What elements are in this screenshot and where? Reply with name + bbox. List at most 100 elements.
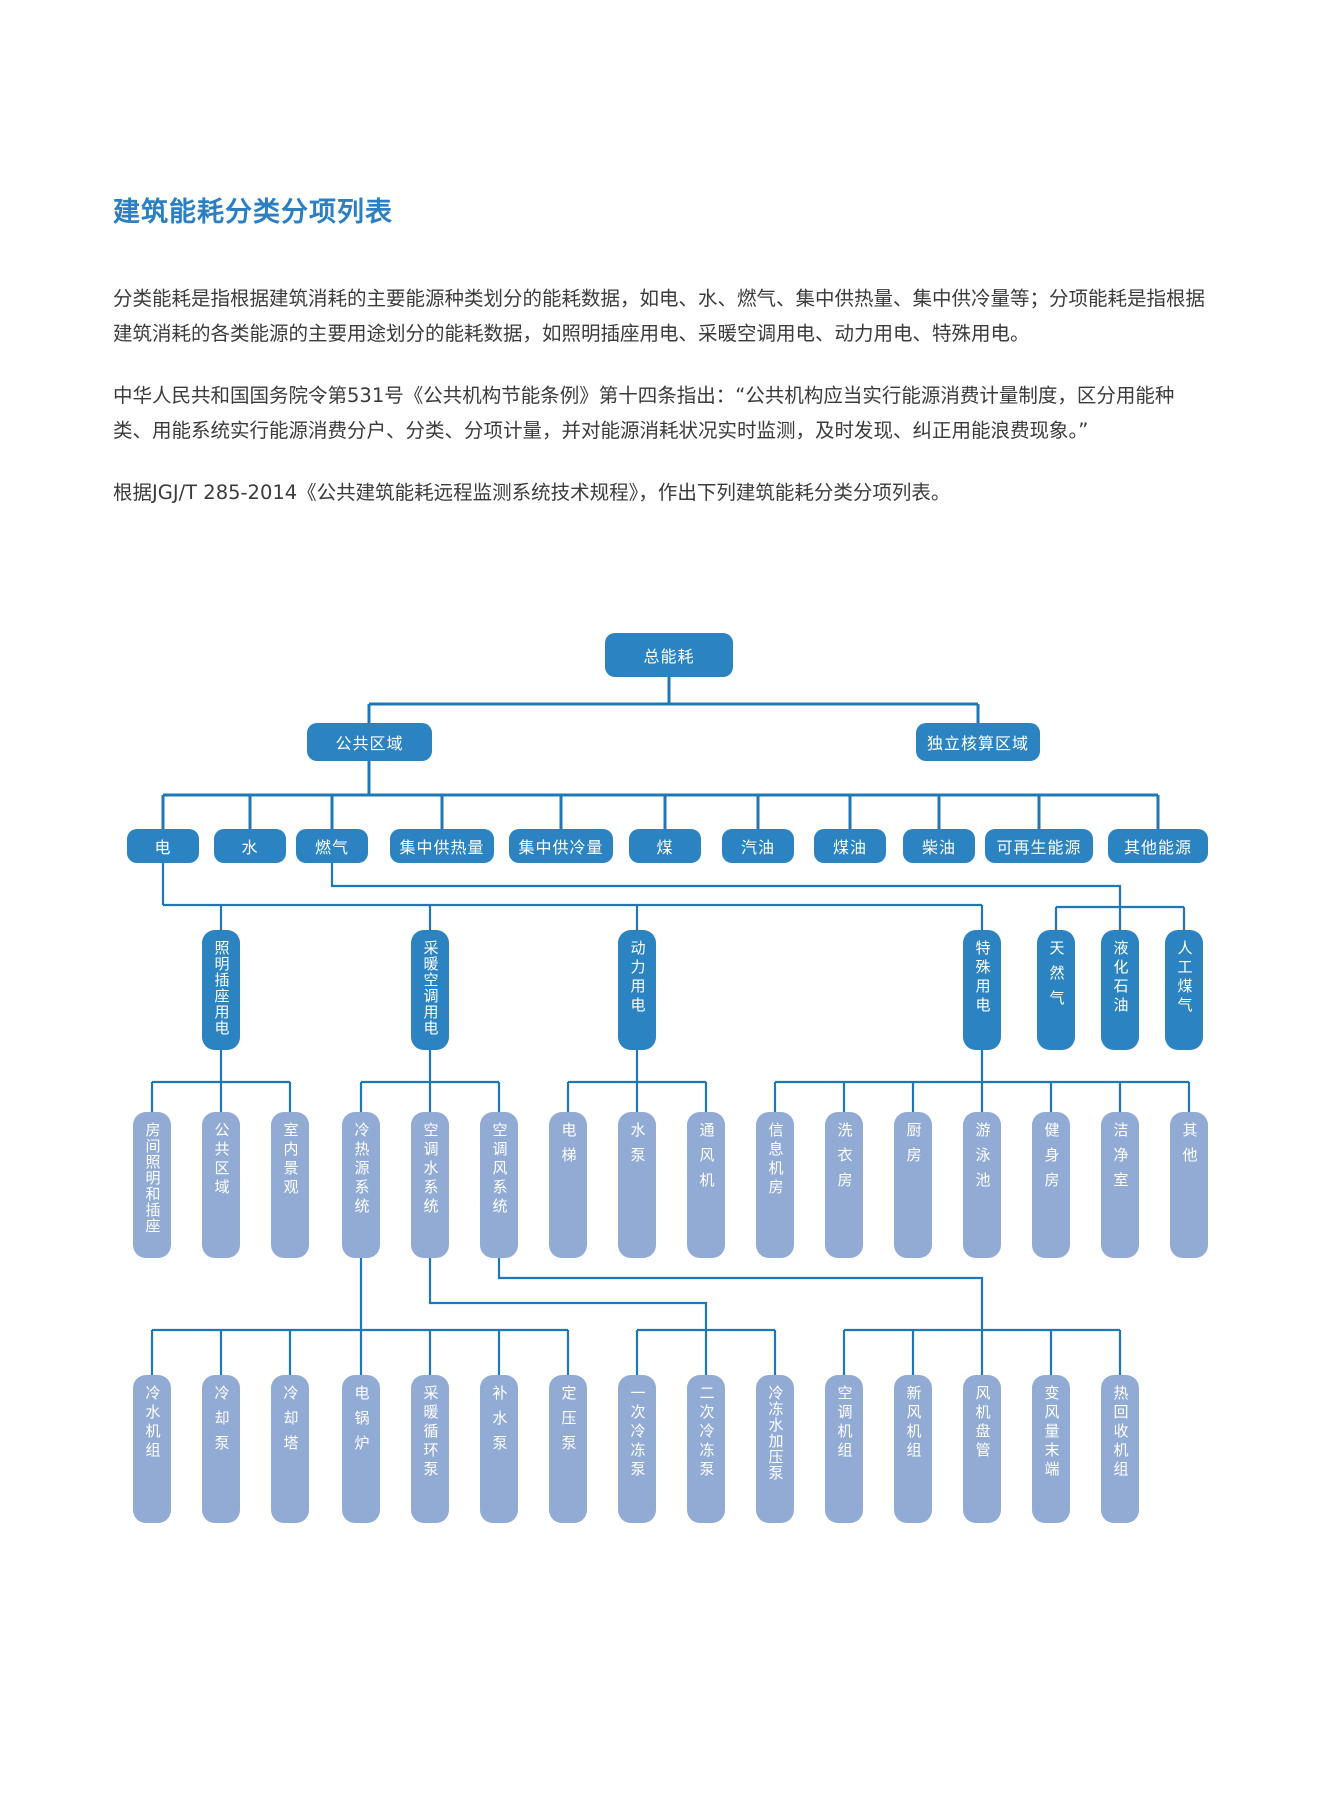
node-ac-water-system: 空调水系统: [411, 1112, 449, 1258]
node-ac-unit: 空调机组: [825, 1375, 863, 1523]
node-label: 冷热源系统: [352, 1122, 371, 1217]
node-hvac-electricity: 采暖空调用电: [411, 930, 449, 1050]
node-label: 冷冻水加压泵: [766, 1385, 785, 1481]
node-primary-chilled-water-pump: 一次冷冻泵: [618, 1375, 656, 1523]
node-label: 游泳池: [973, 1122, 992, 1197]
node-ac-air-system: 空调风系统: [480, 1112, 518, 1258]
connector-special-group: [773, 1050, 1191, 1112]
node-label: 信息机房: [766, 1122, 785, 1198]
connector-root-l2: [367, 677, 980, 723]
node-label: 人工煤气: [1175, 940, 1194, 1016]
node-total-energy: 总能耗: [605, 633, 733, 677]
node-cleanroom: 洁净室: [1101, 1112, 1139, 1258]
node-water-pump: 水泵: [618, 1112, 656, 1258]
node-laundry: 洗衣房: [825, 1112, 863, 1258]
node-central-cooling: 集中供冷量: [509, 829, 613, 863]
node-label: 采暖空调用电: [421, 940, 440, 1036]
node-label: 室内景观: [281, 1122, 300, 1198]
node-central-heating: 集中供热量: [390, 829, 494, 863]
node-public-area: 公共区域: [307, 723, 432, 761]
node-info-machine-room: 信息机房: [756, 1112, 794, 1258]
node-label: 风机盘管: [973, 1385, 992, 1461]
node-label: 冷水机组: [143, 1385, 162, 1461]
node-label: 厨房: [904, 1122, 923, 1172]
paragraph-standard: 根据JGJ/T 285-2014《公共建筑能耗远程监测系统技术规程》，作出下列建…: [113, 480, 951, 504]
node-label: 冷却泵: [212, 1385, 231, 1460]
node-label: 水泵: [628, 1122, 647, 1172]
connector-l2-l3: [161, 761, 1160, 829]
node-label: 天然气: [1047, 940, 1066, 1015]
node-label: 补水泵: [490, 1385, 509, 1460]
node-cooling-tower: 冷却塔: [271, 1375, 309, 1523]
node-cold-heat-source-system: 冷热源系统: [342, 1112, 380, 1258]
node-label: 空调水系统: [421, 1122, 440, 1217]
node-public-zone: 公共区域: [202, 1112, 240, 1258]
node-label: 特殊用电: [973, 940, 992, 1016]
node-label: 空调机组: [835, 1385, 854, 1461]
paragraph-classification: 分类能耗是指根据建筑消耗的主要能源种类划分的能耗数据，如电、水、燃气、集中供热量…: [113, 287, 1206, 346]
node-swimming-pool: 游泳池: [963, 1112, 1001, 1258]
node-heat-recovery-unit: 热回收机组: [1101, 1375, 1139, 1523]
node-ventilator: 通风机: [687, 1112, 725, 1258]
node-kerosene: 煤油: [814, 829, 886, 863]
node-secondary-chilled-water-pump: 二次冷冻泵: [687, 1375, 725, 1523]
node-pressure-stabilizing-pump: 定压泵: [549, 1375, 587, 1523]
connector-lighting-group: [150, 1050, 292, 1112]
node-label: 其他: [1180, 1122, 1199, 1172]
node-label: 电锅炉: [352, 1385, 371, 1460]
node-label: 一次冷冻泵: [628, 1385, 647, 1480]
node-elevator: 电梯: [549, 1112, 587, 1258]
node-chilled-water-booster-pump: 冷冻水加压泵: [756, 1375, 794, 1523]
node-label: 房间照明和插座: [143, 1122, 162, 1234]
node-label: 液化石油: [1111, 940, 1130, 1016]
node-label: 热回收机组: [1111, 1385, 1130, 1480]
node-special-electricity: 特殊用电: [963, 930, 1001, 1050]
node-fresh-air-unit: 新风机组: [894, 1375, 932, 1523]
node-gym: 健身房: [1032, 1112, 1070, 1258]
node-electricity: 电: [127, 829, 199, 863]
node-lpg: 液化石油: [1101, 930, 1139, 1050]
node-water: 水: [214, 829, 286, 863]
node-renewable-energy: 可再生能源: [985, 829, 1093, 863]
node-gas: 燃气: [296, 829, 368, 863]
node-fan-coil: 风机盘管: [963, 1375, 1001, 1523]
connector-acair-children: [497, 1258, 1122, 1375]
intro-text-block: 建筑能耗分类分项列表 分类能耗是指根据建筑消耗的主要能源种类划分的能耗数据，如电…: [113, 190, 1213, 536]
node-label: 空调风系统: [490, 1122, 509, 1217]
node-label: 电梯: [559, 1122, 578, 1172]
node-vav-terminal: 变风量末端: [1032, 1375, 1070, 1523]
connector-electricity-l4: [161, 862, 984, 930]
node-power-electricity: 动力用电: [618, 930, 656, 1050]
connector-acwater-children: [428, 1258, 777, 1375]
node-label: 公共区域: [212, 1122, 231, 1198]
node-label: 照明插座用电: [212, 940, 231, 1036]
node-label: 定压泵: [559, 1385, 578, 1460]
node-coal: 煤: [629, 829, 701, 863]
node-label: 冷却塔: [281, 1385, 300, 1460]
node-label: 洁净室: [1111, 1122, 1130, 1197]
node-label: 采暖循环泵: [421, 1385, 440, 1480]
node-makeup-water-pump: 补水泵: [480, 1375, 518, 1523]
node-label: 洗衣房: [835, 1122, 854, 1197]
node-cooling-pump: 冷却泵: [202, 1375, 240, 1523]
node-label: 健身房: [1042, 1122, 1061, 1197]
node-label: 二次冷冻泵: [697, 1385, 716, 1480]
node-independent-accounting-area: 独立核算区域: [916, 723, 1040, 761]
node-label: 变风量末端: [1042, 1385, 1061, 1480]
paragraph-regulation: 中华人民共和国国务院令第531号《公共机构节能条例》第十四条指出：“公共机构应当…: [113, 383, 1175, 443]
node-kitchen: 厨房: [894, 1112, 932, 1258]
node-other-energy: 其他能源: [1108, 829, 1208, 863]
page-title: 建筑能耗分类分项列表: [113, 197, 393, 228]
node-electric-boiler: 电锅炉: [342, 1375, 380, 1523]
node-gasoline: 汽油: [722, 829, 794, 863]
node-label: 动力用电: [628, 940, 647, 1016]
node-label: 通风机: [697, 1122, 716, 1197]
node-label: 新风机组: [904, 1385, 923, 1461]
node-artificial-gas: 人工煤气: [1165, 930, 1203, 1050]
connector-coldheat-children: [150, 1258, 570, 1375]
node-other: 其他: [1170, 1112, 1208, 1258]
node-indoor-landscape: 室内景观: [271, 1112, 309, 1258]
